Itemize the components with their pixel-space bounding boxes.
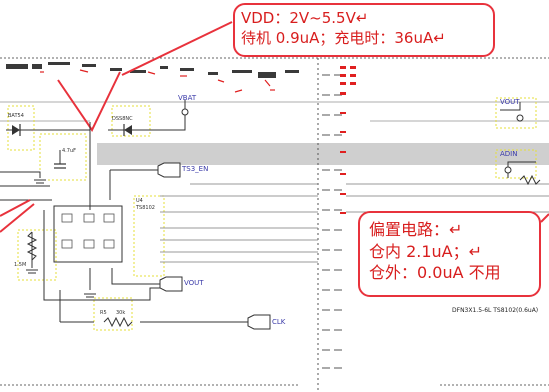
callout-pointer [0,199,31,217]
highlight-boxes [7,97,537,331]
callout-pointer [121,21,233,76]
ic-body [53,205,123,263]
dash-column [322,74,342,369]
capacitor [54,163,66,169]
annotation-marks [40,69,275,93]
ic-pins [61,213,115,249]
part-note: DFN3X1.5-6L TS8102(0.6uA) [452,307,539,314]
bus-bar [0,120,90,122]
test-points [181,108,524,174]
capacitor-value: 4.7uF [62,148,76,154]
net-label-right-1: VOUT [500,98,520,106]
diode-right [108,124,150,136]
ground-symbols [26,179,96,301]
bus-bar [0,101,549,103]
callout-pointer-v [57,71,121,132]
supply-callout: VDD：2V~5.5V↵ 待机 0.9uA；充电时：36uA↵ [233,3,495,57]
wires [0,100,536,323]
resistor-bottom-value: 30k [116,310,126,316]
callout-pointer [0,203,35,233]
bias-callout-line-3: 仓外：0.0uA 不用 [369,263,501,283]
net-label-right-2: ADIN [500,150,518,158]
net-label-vbat: VBAT [178,94,197,102]
supply-callout-line-2: 待机 0.9uA；充电时：36uA↵ [241,29,446,48]
net-flags [157,162,271,330]
supply-callout-line-1: VDD：2V~5.5V↵ [241,9,369,27]
ic-part: TS8102 [136,205,155,211]
bias-callout-line-1: 偏置电路：↵ [369,220,463,239]
resistor-left [26,231,38,261]
diode-left [6,124,36,136]
bias-callout: 偏置电路：↵ 仓内 2.1uA；↵ 仓外：0.0uA 不用 [358,211,541,297]
resistor-bottom [103,316,133,328]
net-label-ts3-en: TS3_EN [182,165,209,173]
resistor-bottom-ref: R5 [100,310,107,316]
bus-bar [97,143,549,165]
net-label-clk: CLK [272,318,286,326]
resistor-left-value: 1.5M [14,262,27,268]
bus-bar [370,120,549,122]
red-marker-strip [340,66,356,214]
diode-right-label: DSS8NC [112,116,133,122]
net-label-vout: VOUT [184,279,204,287]
bias-callout-line-2: 仓内 2.1uA；↵ [369,241,483,261]
header-fragments [6,62,299,78]
ic-ref: U4 [136,198,143,204]
resistor-right [519,174,541,186]
diode-left-label: BAT54 [8,113,24,119]
